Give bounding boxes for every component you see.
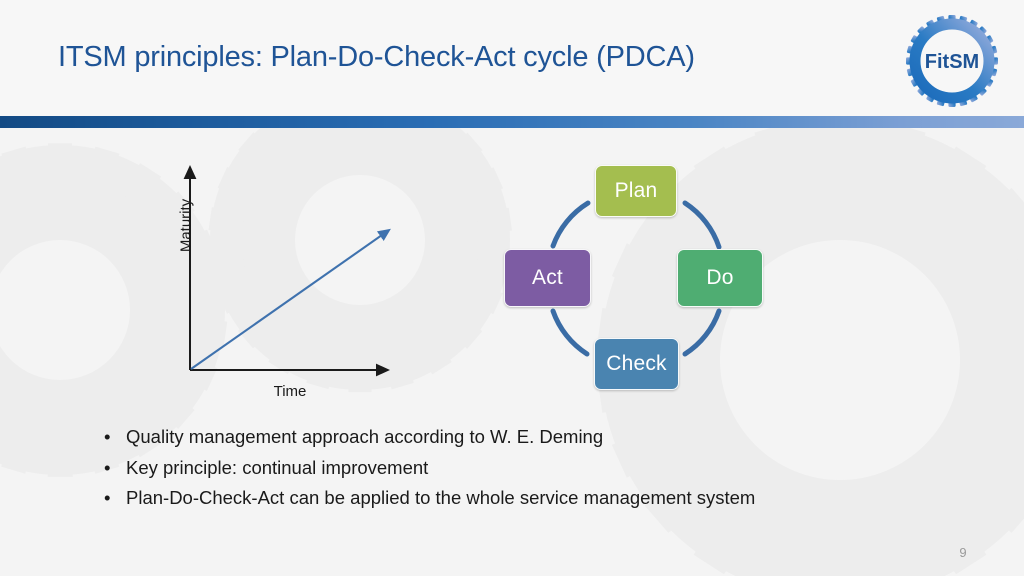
gear-hole: [0, 240, 130, 380]
list-item: • Plan-Do-Check-Act can be applied to th…: [100, 483, 940, 514]
chart-ylabel: Maturity: [177, 198, 195, 253]
gear-tooth: [47, 440, 73, 477]
chart-series-line: [190, 228, 391, 370]
list-item: • Key principle: continual improvement: [100, 453, 940, 484]
bullet-text: Key principle: continual improvement: [126, 456, 429, 478]
pdca-node-act[interactable]: Act: [504, 249, 591, 307]
fitsm-logo-icon: FitSM: [906, 15, 998, 107]
pdca-cycle-diagram: Plan Do Check Act: [495, 155, 795, 405]
bullet-marker: •: [104, 456, 111, 478]
gear-tooth: [47, 143, 73, 180]
pdca-arc-plan-to-do: [682, 200, 722, 250]
bullet-text: Plan-Do-Check-Act can be applied to the …: [126, 487, 756, 508]
maturity-chart: Maturity Time: [150, 155, 420, 415]
bullet-marker: •: [104, 487, 111, 508]
pdca-node-plan-label: Plan: [614, 179, 658, 202]
pdca-node-check-label: Check: [606, 352, 667, 375]
pdca-arc-act-to-plan: [550, 200, 591, 249]
pdca-arc-group: [550, 200, 722, 357]
bullet-text: Quality management approach according to…: [126, 426, 604, 447]
list-item: • Quality management approach according …: [100, 422, 940, 453]
gear-tooth: [822, 549, 858, 576]
fitsm-logo-text: FitSM: [925, 51, 979, 73]
pdca-node-plan[interactable]: Plan: [595, 165, 677, 217]
maturity-chart-svg: [183, 165, 391, 377]
header-accent-bar: [0, 116, 1024, 128]
pdca-node-act-label: Act: [532, 266, 563, 289]
pdca-node-check[interactable]: Check: [594, 338, 679, 390]
watermark-gear-center: [208, 88, 512, 392]
pdca-node-do[interactable]: Do: [677, 249, 763, 307]
page-title: ITSM principles: Plan-Do-Check-Act cycle…: [58, 41, 695, 73]
bullet-marker: •: [104, 426, 111, 447]
chart-xlabel: Time: [273, 383, 307, 400]
bullet-list: • Quality management approach according …: [100, 422, 940, 514]
pdca-node-do-label: Do: [706, 266, 734, 289]
pdca-arc-do-to-check: [682, 308, 722, 357]
fitsm-logo: FitSM: [902, 11, 1002, 111]
gear-hole: [295, 175, 425, 305]
slide-number: 9: [959, 545, 967, 560]
slide-header: ITSM principles: Plan-Do-Check-Act cycle…: [0, 0, 1024, 116]
pdca-arc-check-to-act: [550, 308, 590, 357]
